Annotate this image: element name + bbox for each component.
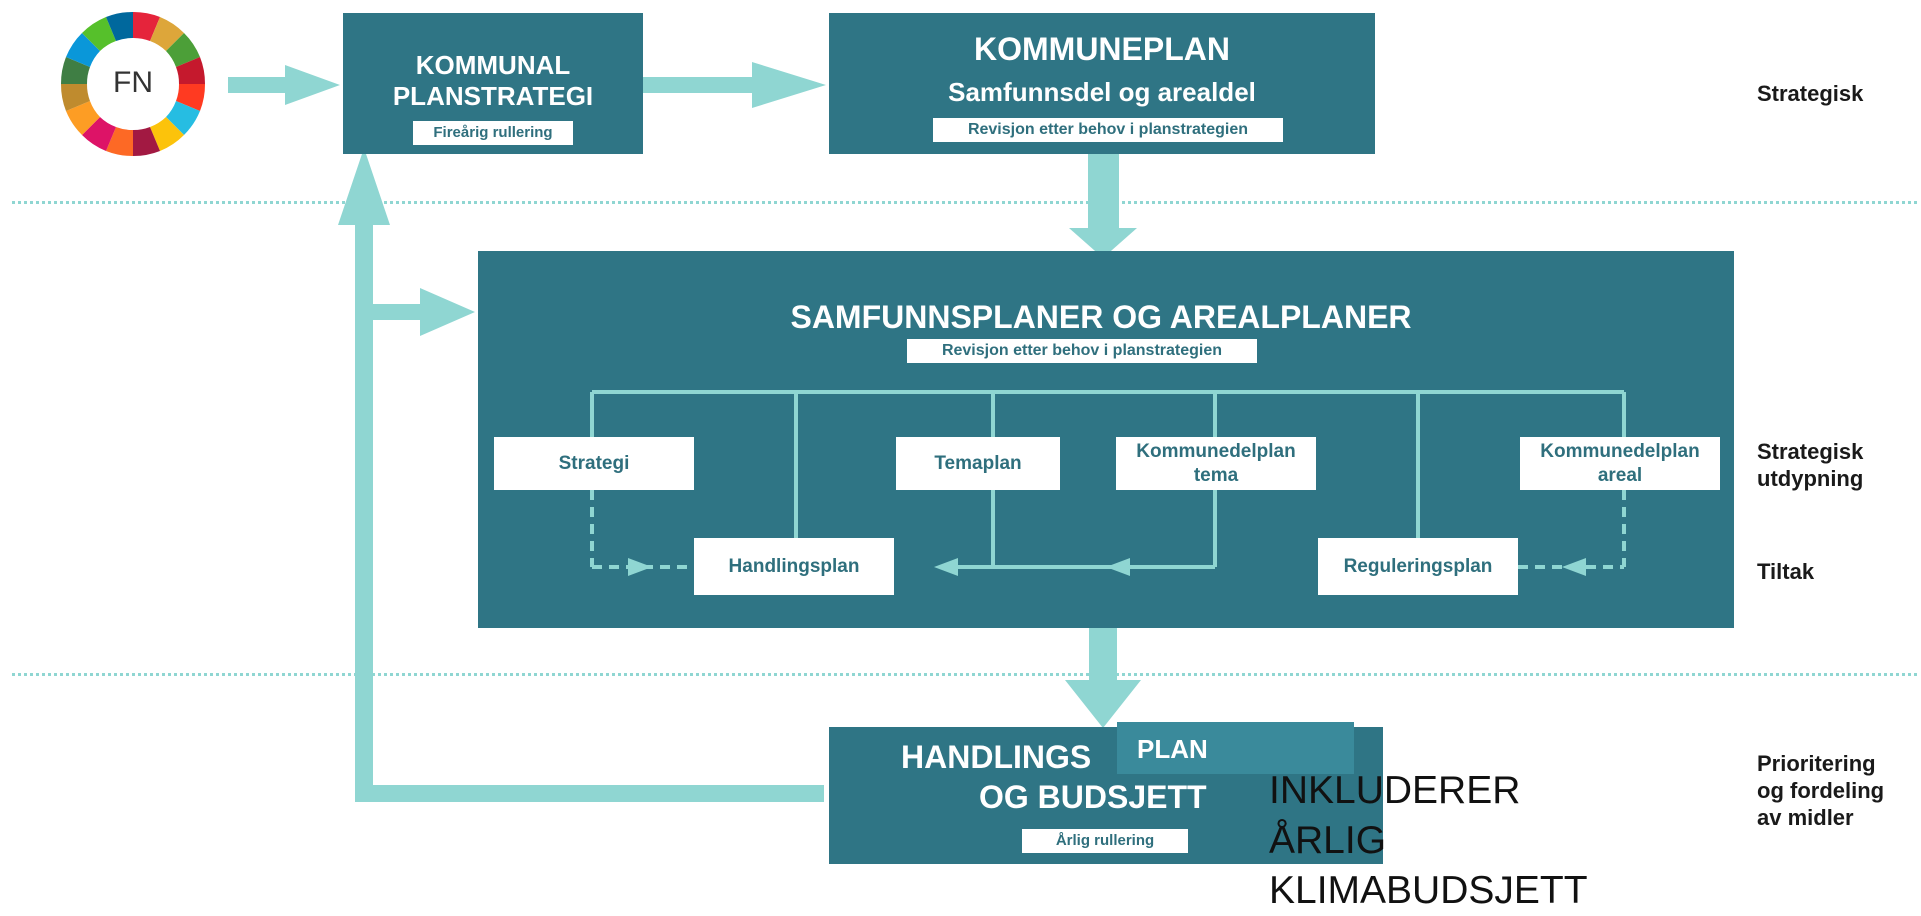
- plan-overlay-text: PLAN: [1137, 734, 1208, 764]
- level-utdypning-line2: utdypning: [1757, 466, 1864, 491]
- level-strategisk-utdypning: Strategisk utdypning: [1757, 438, 1863, 492]
- level-strategisk: Strategisk: [1757, 81, 1864, 106]
- arrow-kommuneplan-down: [1069, 148, 1137, 258]
- level-utdypning-line1: Strategisk: [1757, 439, 1864, 464]
- kommunedelplan-areal-line2: areal: [1597, 464, 1643, 486]
- kommunedelplan-tema-box: Kommunedelplan tema: [1116, 437, 1316, 490]
- fn-label: FN: [113, 66, 153, 99]
- strategi-box: Strategi: [494, 437, 694, 490]
- sdg-ring-icon: [60, 11, 206, 157]
- level-tiltak: Tiltak: [1757, 559, 1815, 584]
- note-line3: KLIMABUDSJETT: [1269, 869, 1588, 912]
- planstrategi-title-line2: PLANSTRATEGI: [392, 81, 594, 111]
- kommuneplan-box: KOMMUNEPLAN Samfunnsdel og arealdel Revi…: [829, 13, 1375, 154]
- separator-tiltak: [12, 673, 1917, 676]
- arrow-samfunn-to-handling: [1065, 628, 1141, 728]
- handling-title-line2: OG BUDSJETT: [979, 779, 1207, 815]
- note-line2: ÅRLIG: [1269, 819, 1387, 862]
- kommuneplan-title: KOMMUNEPLAN: [974, 31, 1230, 67]
- kommunedelplan-areal-box: Kommunedelplan areal: [1520, 437, 1720, 490]
- samfunnsplaner-tag: Revisjon etter behov i planstrategien: [907, 339, 1257, 363]
- kommunedelplan-tema-line2: tema: [1193, 464, 1239, 486]
- plan-overlay-label: PLAN: [1117, 722, 1354, 774]
- planstrategi-tag: Fireårig rullering: [413, 121, 573, 145]
- arrow-planstrategi-to-kommuneplan: [643, 62, 826, 108]
- klimabudsjett-note: INKLUDERER ÅRLIG KLIMABUDSJETT: [1269, 766, 1588, 916]
- temaplan-box: Temaplan: [896, 437, 1060, 490]
- planstrategi-title-line1: KOMMUNAL: [415, 50, 571, 80]
- handling-tag: Årlig rullering: [1022, 829, 1188, 853]
- samfunnsplaner-title: SAMFUNNSPLANER OG AREALPLANER: [790, 299, 1412, 335]
- arrow-fn-to-planstrategi: [228, 65, 340, 105]
- arrow-branch-to-samfunn: [373, 288, 475, 336]
- handling-title-line1: HANDLINGS: [901, 739, 1092, 775]
- handlingsplan-box: Handlingsplan: [694, 538, 894, 595]
- kommuneplan-subtitle: Samfunnsdel og arealdel: [948, 77, 1256, 107]
- level-prioritering-line1: Prioritering: [1757, 751, 1876, 776]
- level-prioritering-line2: og fordeling: [1757, 778, 1885, 803]
- fn-sdg-logo: FN: [42, 8, 224, 160]
- reguleringsplan-box: Reguleringsplan: [1318, 538, 1518, 595]
- separator-strategic: [12, 201, 1917, 204]
- note-line1: INKLUDERER: [1269, 769, 1521, 812]
- kommunedelplan-areal-line1: Kommunedelplan: [1540, 440, 1700, 462]
- level-prioritering: Prioritering og fordeling av midler: [1757, 750, 1884, 831]
- kommuneplan-tag: Revisjon etter behov i planstrategien: [933, 118, 1283, 142]
- kommunedelplan-tema-line1: Kommunedelplan: [1136, 440, 1296, 462]
- level-prioritering-line3: av midler: [1757, 805, 1854, 830]
- planstrategi-box: KOMMUNAL PLANSTRATEGI Fireårig rullering: [343, 13, 643, 154]
